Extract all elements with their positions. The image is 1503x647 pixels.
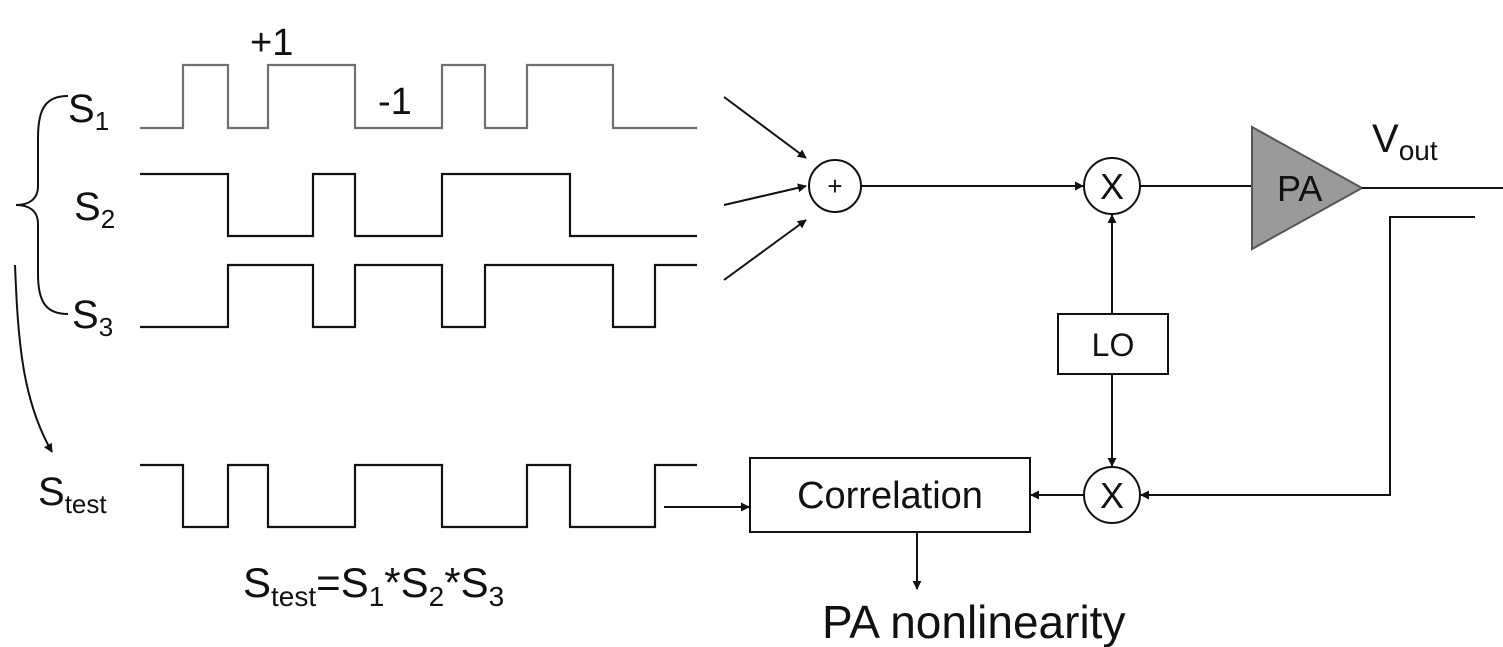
result-label: PA nonlinearity <box>822 596 1125 647</box>
correlation-block <box>749 457 1031 533</box>
stest-waveform <box>140 463 697 529</box>
adder-symbol: + <box>827 171 842 201</box>
s2-to-adder-arrow <box>723 183 807 206</box>
stest-derivation-arrow <box>14 264 53 453</box>
s2-waveform <box>140 172 697 238</box>
lo-block <box>1057 313 1169 375</box>
s2-label: S2 <box>74 185 115 234</box>
pa-amplifier <box>1251 125 1365 251</box>
feedback-path <box>1140 216 1475 500</box>
s1-waveform <box>140 63 697 130</box>
s3-waveform <box>140 263 697 329</box>
correlation-label: Correlation <box>797 475 983 517</box>
minus-one-label: -1 <box>378 81 412 123</box>
plus-one-label: +1 <box>250 22 293 64</box>
vout-label: Vout <box>1372 117 1438 166</box>
s3-to-adder-arrow <box>723 219 807 281</box>
formula: Stest=S1*S2*S3 <box>243 559 504 612</box>
s1-label: S1 <box>68 87 109 136</box>
stest-label: Stest <box>38 470 107 519</box>
mixer-top-symbol: X <box>1100 166 1124 207</box>
mixer-bottom-symbol: X <box>1100 475 1124 516</box>
group-brace <box>15 95 69 315</box>
s3-label: S3 <box>72 293 113 342</box>
lo-label: LO <box>1092 327 1135 363</box>
s1-to-adder-arrow <box>723 96 807 159</box>
pa-label: PA <box>1277 168 1322 209</box>
